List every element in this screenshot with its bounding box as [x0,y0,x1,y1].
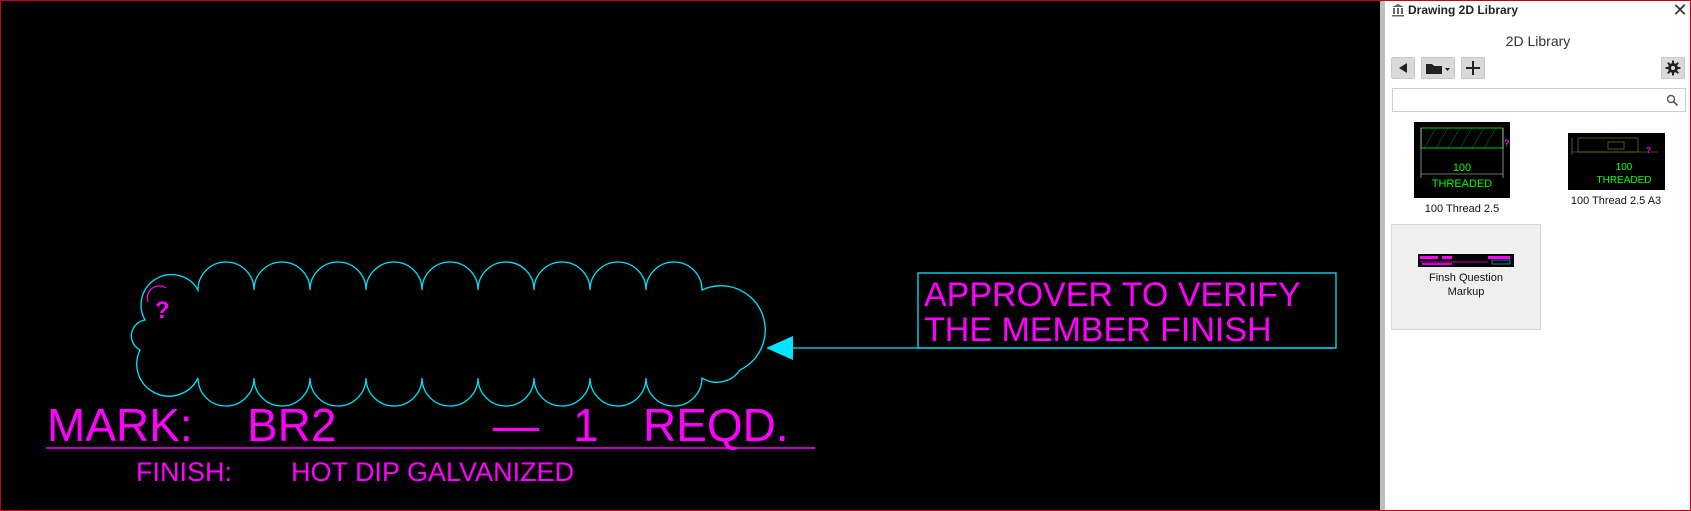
callout-line-2: THE MEMBER FINISH [924,311,1272,349]
question-bracket [146,285,167,303]
add-button[interactable] [1461,57,1485,79]
callout-line-1: APPROVER TO VERIFY [924,276,1301,314]
search-field[interactable] [1392,88,1686,112]
item-thumbnail [1418,254,1514,267]
back-button[interactable] [1391,57,1415,79]
revision-cloud [130,261,766,407]
library-panel: Drawing 2D Library ✕ 2D Library [1385,0,1691,511]
finish-label: FINISH: [136,457,232,487]
svg-text:THREADED: THREADED [1596,175,1651,186]
panel-header: Drawing 2D Library ✕ [1385,0,1691,22]
library-item[interactable]: ? 100 THREADED 100 Thread 2.5 A3 [1556,128,1676,212]
library-icon [1392,4,1404,17]
panel-splitter[interactable] [1380,0,1385,511]
leader-arrowhead [766,336,793,360]
panel-title: Drawing 2D Library [1408,3,1519,17]
mark-value: BR2 [247,399,336,451]
finish-value: HOT DIP GALVANIZED [291,457,574,487]
folder-dropdown-button[interactable] [1421,57,1455,79]
question-mark: ? [155,297,170,324]
svg-text:100: 100 [1616,162,1633,173]
item-thumbnail: ? 100 THREADED [1414,122,1510,198]
mark-label: MARK: [47,399,193,451]
library-item[interactable]: ? 100 THREADED 100 Thread 2.5 [1412,120,1512,220]
mark-reqd: REQD. [643,399,789,451]
item-label-line-1: Finsh Question [1429,272,1503,284]
plus-icon [1466,61,1480,75]
svg-text:THREADED: THREADED [1432,178,1493,190]
mark-quantity: 1 [573,399,599,451]
search-input[interactable] [1397,92,1657,108]
drawing-canvas[interactable]: ? APPROVER TO VERIFY THE MEMBER FINISH M… [0,0,1380,511]
svg-text:?: ? [1504,138,1510,148]
settings-button[interactable] [1661,57,1685,79]
close-icon[interactable]: ✕ [1672,0,1688,20]
search-icon[interactable] [1666,94,1679,107]
svg-text:100: 100 [1453,162,1471,174]
item-thumbnail: ? 100 THREADED [1568,133,1665,190]
library-name: 2D Library [1505,33,1571,49]
mark-dash: — [493,399,539,451]
item-label: 100 Thread 2.5 [1424,203,1500,215]
library-item-selected[interactable]: Finsh Question Markup [1391,224,1541,330]
folder-dropdown-icon [1426,64,1450,74]
drawing-svg: ? APPROVER TO VERIFY THE MEMBER FINISH M… [46,261,1337,487]
item-label-line-2: Markup [1447,286,1485,298]
back-triangle-icon [1399,63,1407,73]
item-label: 100 Thread 2.5 A3 [1570,195,1662,207]
gear-icon [1665,60,1681,76]
callout-box[interactable] [917,272,1337,349]
svg-text:?: ? [1646,146,1651,155]
